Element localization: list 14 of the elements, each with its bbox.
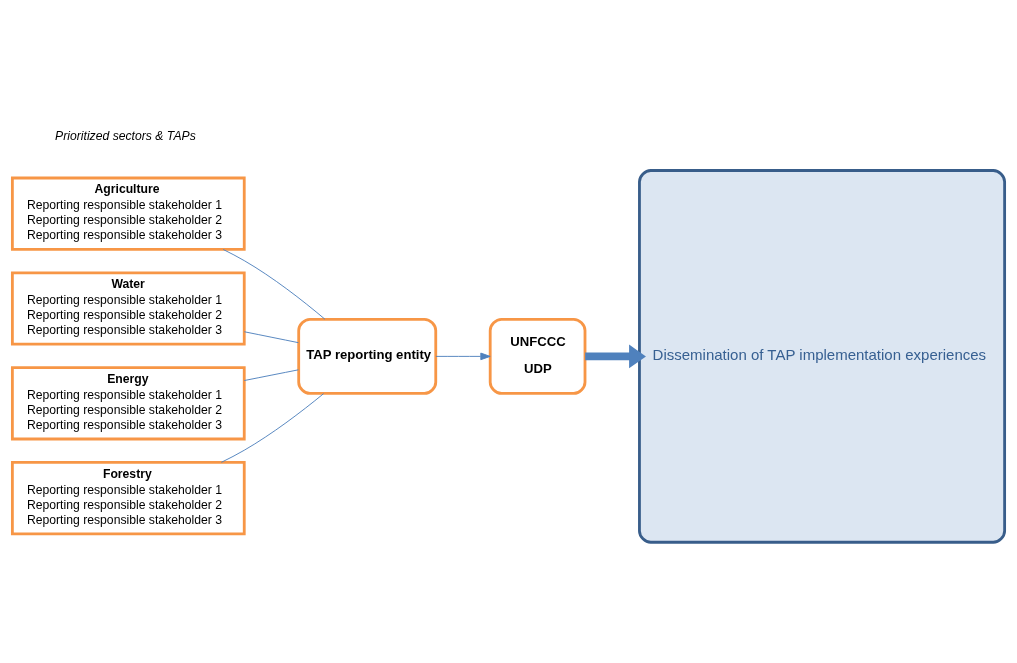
connector — [243, 369, 299, 381]
node-box: UNFCCC UDP — [488, 317, 587, 395]
label: Prioritized sectors & TAPs — [55, 128, 196, 143]
node-box: Agriculture Reporting responsible stakeholder 1 Reporting responsible stakeholder 2 Reporting responsible stakeholder 3 — [10, 176, 246, 251]
node-box: Forestry Reporting responsible stakeholder 1 Reporting responsible stakeholder 2 Reporting responsible stakeholder 3 — [10, 461, 246, 536]
connector — [243, 331, 299, 344]
node-box: TAP reporting entity — [297, 317, 438, 395]
arrow — [435, 352, 491, 361]
arrow — [585, 344, 646, 369]
node-box: Water Reporting responsible stakeholder 1 Reporting responsible stakeholder 2 Reporting responsible stakeholder 3 — [10, 271, 246, 346]
connector — [222, 249, 326, 320]
node-box: Energy Reporting responsible stakeholder 1 Reporting responsible stakeholder 2 Reporting responsible stakeholder 3 — [10, 366, 246, 441]
connector — [220, 393, 325, 463]
node-box: Dissemination of TAP implementation experiences — [638, 169, 1007, 544]
